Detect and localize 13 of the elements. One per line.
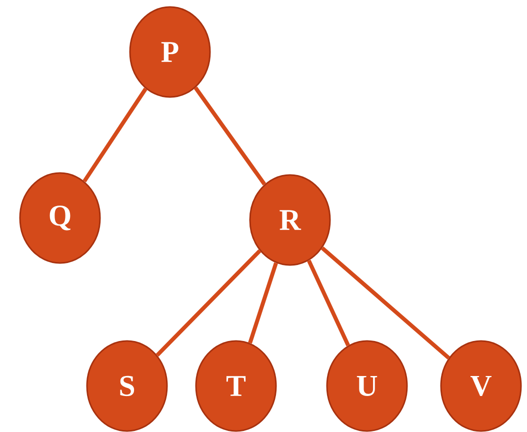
connector-line	[320, 246, 450, 360]
connector-line	[194, 86, 266, 186]
tree-node: P	[129, 6, 211, 98]
tree-node: R	[249, 174, 331, 266]
tree-node: Q	[19, 172, 101, 264]
tree-node: V	[440, 340, 522, 432]
tree-node: U	[326, 340, 408, 432]
connector-line	[248, 262, 278, 344]
tree-node: T	[195, 340, 277, 432]
connector-line	[156, 249, 262, 357]
tree-node: S	[86, 340, 168, 432]
connector-line	[82, 88, 148, 182]
connector-line	[307, 260, 350, 346]
